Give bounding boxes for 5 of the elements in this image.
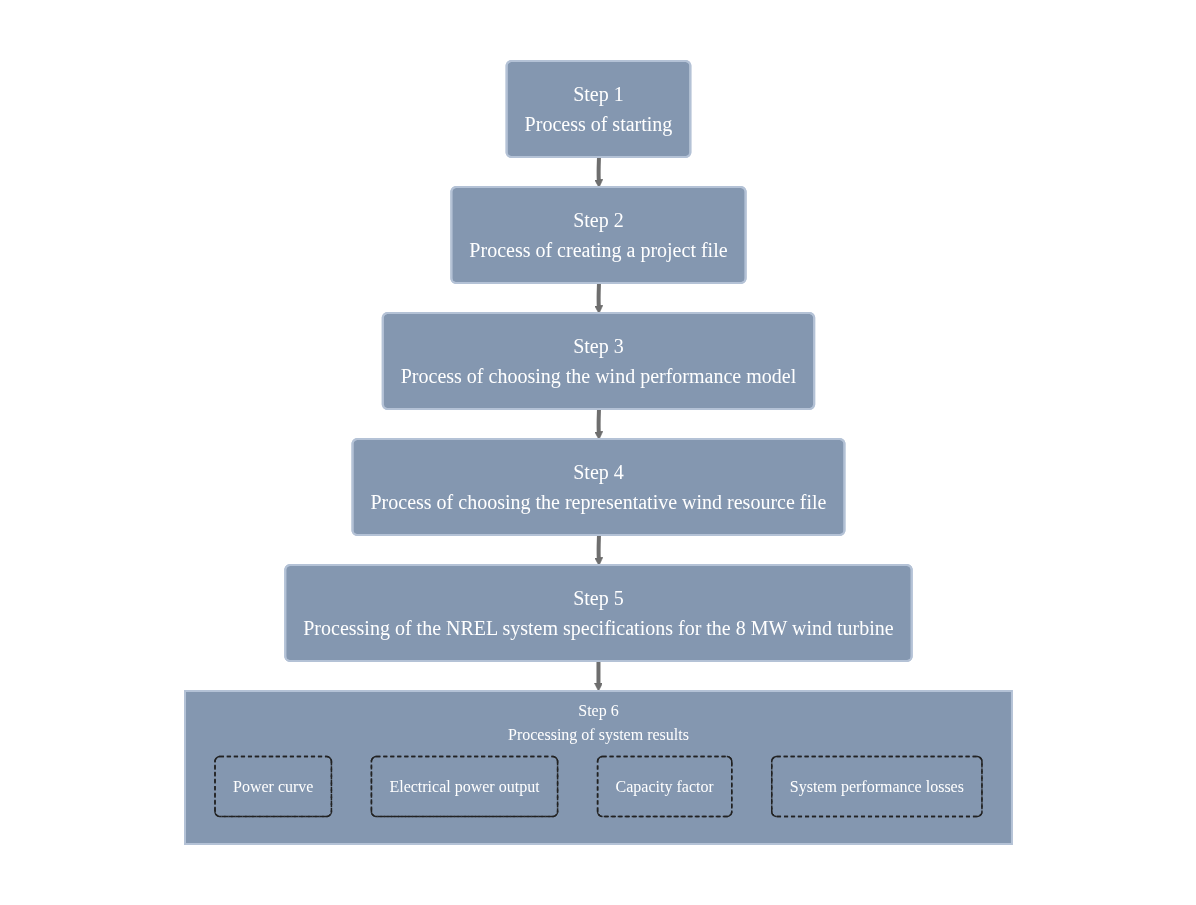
- arrow: [593, 535, 603, 566]
- arrow: [593, 661, 603, 692]
- arrow: [593, 157, 603, 188]
- arrow: [593, 283, 603, 314]
- arrow: [593, 409, 603, 440]
